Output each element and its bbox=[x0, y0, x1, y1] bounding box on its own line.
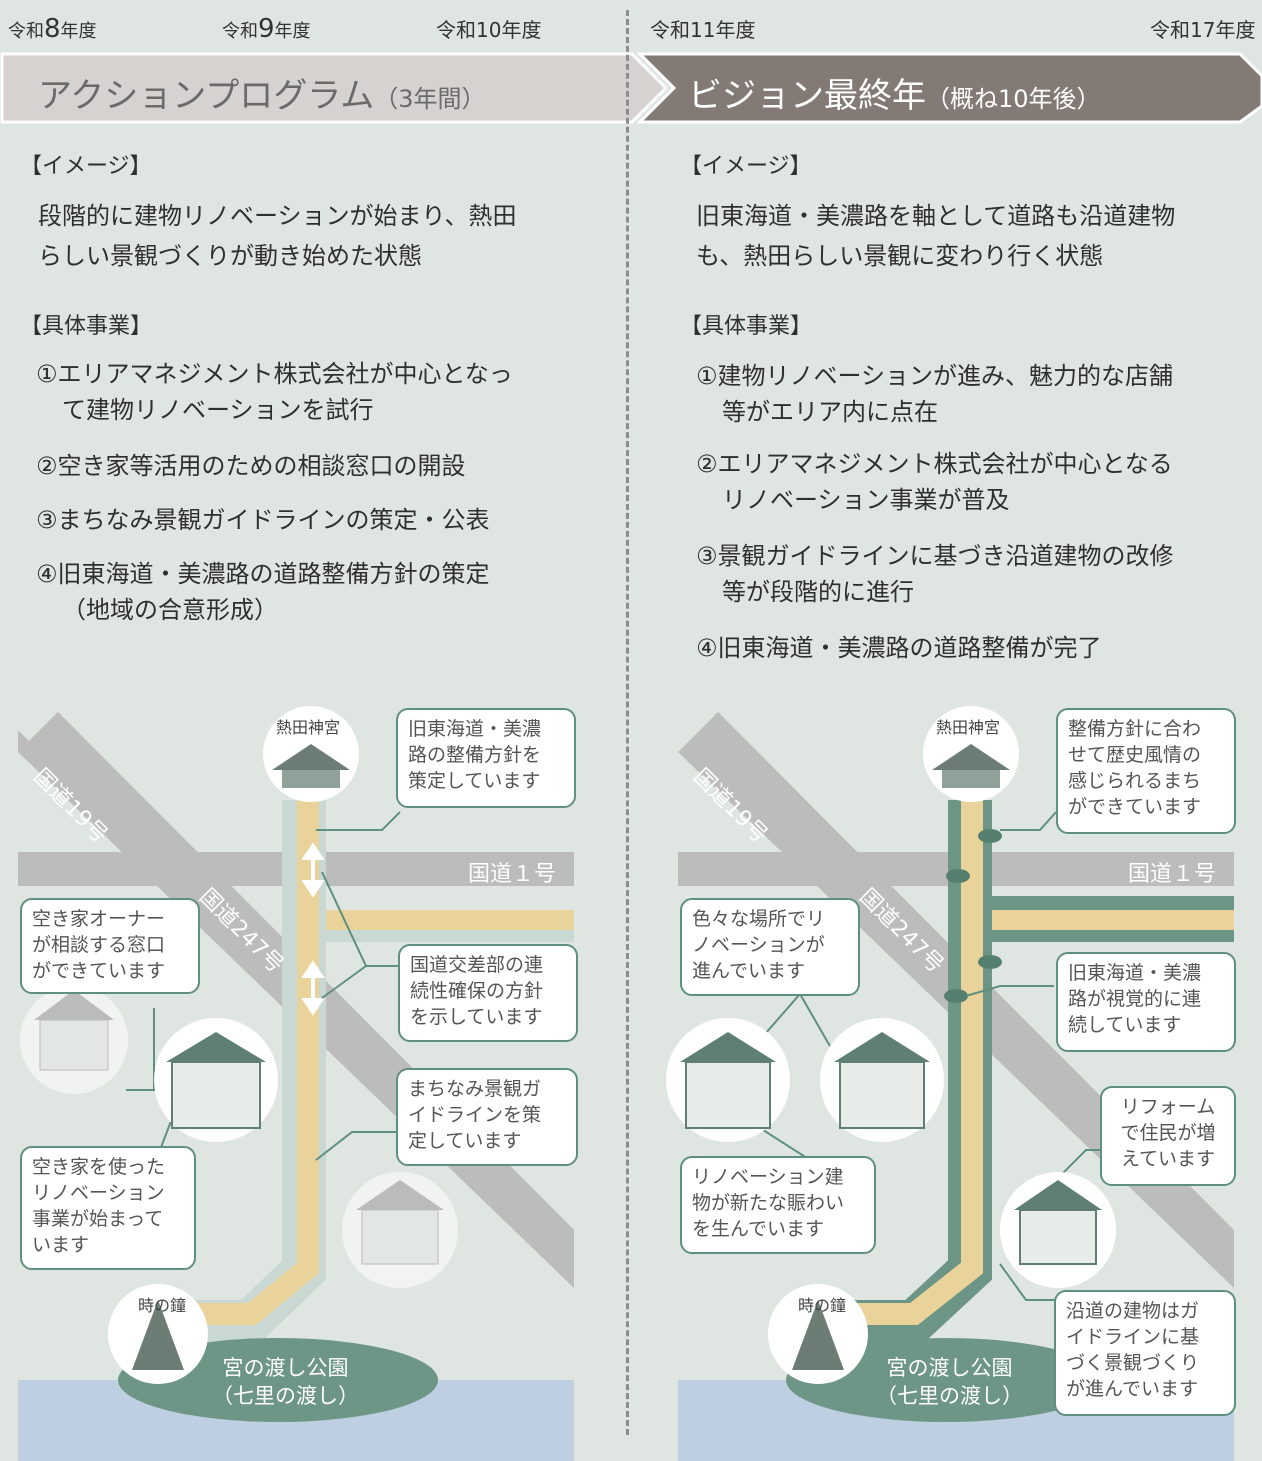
right-map bbox=[666, 706, 1234, 1461]
right-route1-label: 国道１号 bbox=[1128, 862, 1217, 887]
right-project-4: ④旧東海道・美濃路の道路整備が完了 bbox=[696, 634, 1102, 662]
right-park bbox=[786, 1338, 1106, 1422]
tree-1 bbox=[978, 829, 1002, 843]
callout-road-policy: 旧東海道・美濃路の整備方針を策定しています bbox=[396, 708, 576, 808]
right-project-2: ②エリアマネジメント株式会社が中心となる リノベーション事業が普及 bbox=[696, 450, 1173, 514]
left-image-heading: 【イメージ】 bbox=[20, 154, 152, 179]
right-house-3 bbox=[1000, 1172, 1116, 1288]
callout-history: 整備方針に合わせて歴史風情の感じられるまちができています bbox=[1056, 708, 1236, 834]
callout-vacant-reno: 空き家を使ったリノベーション事業が始まっています bbox=[20, 1146, 196, 1270]
left-image-text: 段階的に建物リノベーションが始まり、熱田らしい景観づくりが動き始めた状態 bbox=[38, 202, 517, 270]
right-house-1 bbox=[666, 1018, 790, 1142]
callout-roadside: 沿道の建物はガイドラインに基づく景観づくりが進んでいます bbox=[1054, 1290, 1236, 1416]
right-banner bbox=[636, 52, 1262, 124]
callout-new-life: リノベーション建物が新たな賑わいを生んでいます bbox=[680, 1156, 876, 1254]
phase-divider bbox=[626, 10, 629, 1435]
left-house-vacant-1 bbox=[20, 986, 128, 1094]
year-label-r11: 令和11年度 bbox=[650, 18, 756, 42]
year-label-r9: 令和9年度 bbox=[222, 14, 311, 44]
callout-vacant-owner: 空き家オーナーが相談する窓口ができています bbox=[20, 898, 200, 994]
right-project-1: ①建物リノベーションが進み、魅力的な店舗 等がエリア内に点在 bbox=[696, 362, 1174, 426]
tree-4 bbox=[944, 989, 968, 1003]
right-projects-heading: 【具体事業】 bbox=[680, 314, 813, 339]
left-house-reno bbox=[154, 1018, 278, 1142]
left-park-label: 宮の渡し公園（七里の渡し） bbox=[212, 1356, 359, 1408]
right-bell-label: 時の鐘 bbox=[798, 1296, 847, 1315]
callout-continuous: 旧東海道・美濃路が視覚的に連続しています bbox=[1056, 952, 1236, 1052]
right-image-heading: 【イメージ】 bbox=[680, 154, 812, 179]
left-route1-label: 国道１号 bbox=[468, 862, 557, 887]
year-label-r17: 令和17年度 bbox=[1150, 18, 1256, 42]
year-label-r10: 令和10年度 bbox=[436, 18, 542, 42]
left-bell-label: 時の鐘 bbox=[138, 1296, 187, 1315]
right-image-text: 旧東海道・美濃路を軸として道路も沿道建物も、熱田らしい景観に変わり行く状態 bbox=[696, 202, 1176, 270]
callout-various: 色々な場所でリノベーションが進んでいます bbox=[680, 898, 860, 996]
tree-2 bbox=[946, 869, 970, 883]
left-house-vacant-2 bbox=[342, 1172, 458, 1288]
right-shrine-label: 熱田神宮 bbox=[936, 718, 1001, 737]
year-label-r8: 令和8年度 bbox=[8, 14, 97, 44]
left-project-3: ③まちなみ景観ガイドラインの策定・公表 bbox=[36, 506, 490, 534]
callout-guideline: まちなみ景観ガイドラインを策定しています bbox=[396, 1068, 578, 1166]
left-banner-title: アクションプログラム（3年間） bbox=[38, 76, 486, 116]
right-project-3: ③景観ガイドラインに基づき沿道建物の改修 等が段階的に進行 bbox=[696, 542, 1174, 606]
left-banner bbox=[0, 52, 669, 124]
right-banner-title: ビジョン最終年（概ね10年後） bbox=[688, 76, 1101, 116]
right-house-2 bbox=[820, 1018, 944, 1142]
left-project-1: ①エリアマネジメント株式会社が中心となっ て建物リノベーションを試行 bbox=[36, 360, 513, 424]
left-shrine-label: 熱田神宮 bbox=[276, 718, 341, 737]
right-park-label: 宮の渡し公園（七里の渡し） bbox=[876, 1356, 1023, 1408]
left-project-4: ④旧東海道・美濃路の道路整備方針の策定 （地域の合意形成） bbox=[36, 560, 490, 624]
callout-intersection: 国道交差部の連続性確保の方針を示しています bbox=[398, 944, 578, 1042]
left-projects-heading: 【具体事業】 bbox=[20, 314, 153, 339]
left-project-2: ②空き家等活用のための相談窓口の開設 bbox=[36, 452, 466, 480]
tree-3 bbox=[978, 955, 1002, 969]
callout-reform: リフォームで住民が増えています bbox=[1100, 1086, 1236, 1186]
